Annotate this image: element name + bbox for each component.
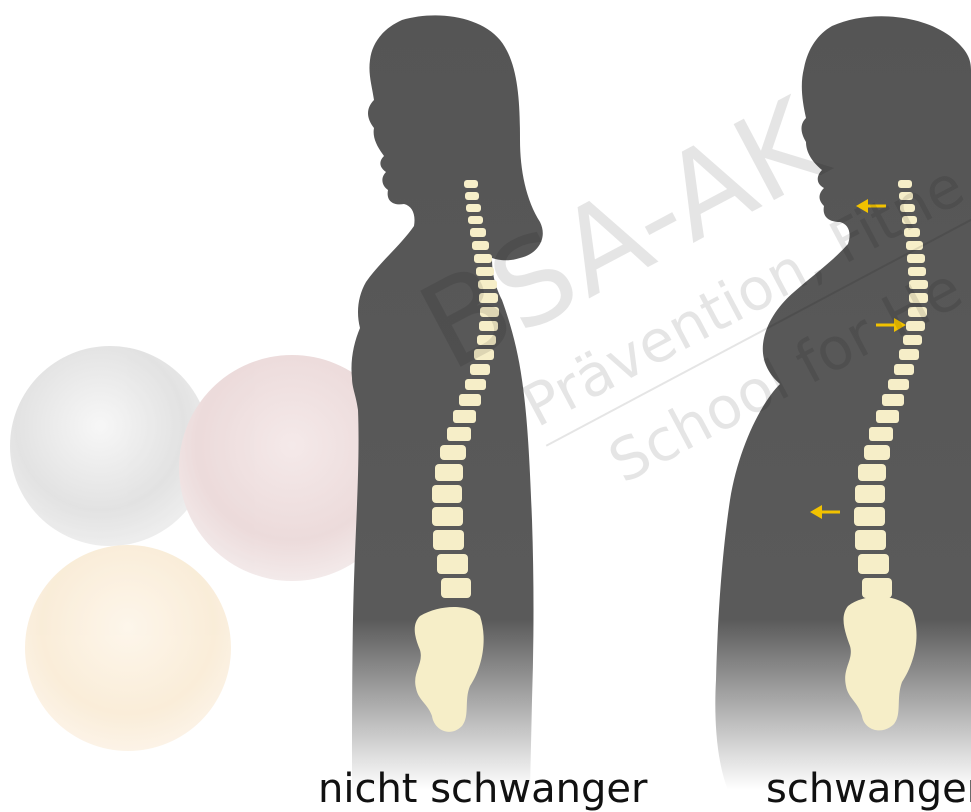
caption-not-pregnant: nicht schwanger — [318, 766, 647, 812]
woman-pregnant-silhouette — [715, 16, 971, 790]
grey-ball — [10, 346, 210, 546]
exercise-balls — [10, 346, 405, 751]
caption-pregnant: schwanger — [766, 766, 971, 812]
yellow-ball — [25, 545, 231, 751]
